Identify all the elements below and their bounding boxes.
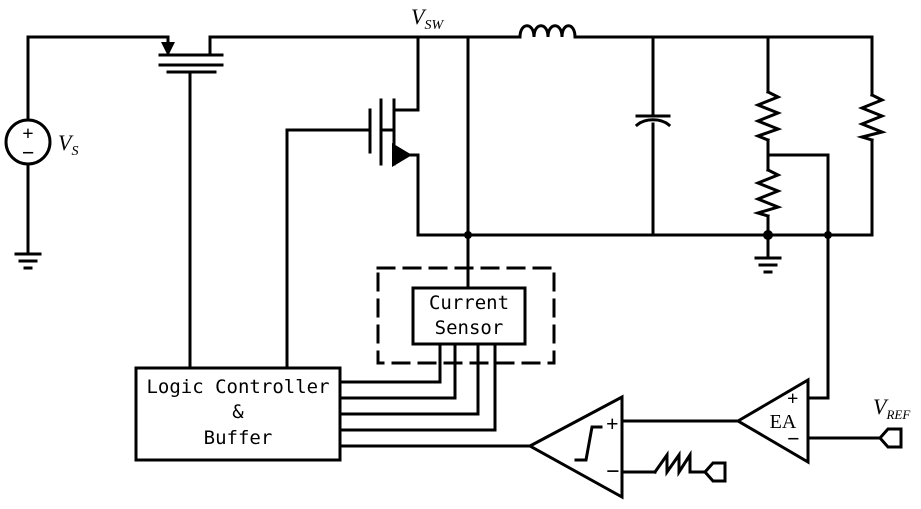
resistor-load — [862, 95, 882, 140]
wire-cs-out-3 — [340, 344, 478, 414]
logic-controller-label-line1: Logic Controller — [146, 376, 329, 398]
vref-port — [880, 429, 901, 447]
inductor — [520, 26, 575, 37]
hysteresis-icon — [576, 427, 601, 460]
sawtooth-ramp-icon — [655, 455, 690, 472]
current-sensor-label-line2: Sensor — [435, 317, 504, 339]
voltage-source: + − — [6, 120, 50, 165]
logic-controller-label-line2: & — [232, 401, 244, 423]
wire-vsw-node — [210, 37, 520, 55]
current-sensor-dashed-boundary — [378, 268, 554, 363]
wire-cs-out-2 — [340, 344, 455, 398]
wire-cs-out-4 — [340, 344, 495, 430]
source-minus: − — [22, 140, 35, 165]
wire-nmos-drain — [394, 37, 418, 110]
wire-nmos-gate — [287, 130, 370, 368]
ground-symbol-right — [756, 258, 780, 272]
error-amplifier: EA + − — [738, 380, 808, 462]
junction-dot — [763, 230, 773, 240]
vs-label: VS — [58, 130, 78, 159]
pmos-high-side — [160, 42, 222, 72]
resistor-divider-bottom — [758, 170, 778, 216]
ramp-port — [705, 463, 725, 481]
ea-plus: + — [787, 388, 798, 410]
comparator-minus: − — [606, 459, 620, 485]
pwm-comparator: + − — [530, 397, 622, 497]
ground-symbol-left — [16, 254, 40, 268]
junction-dot — [824, 231, 832, 239]
logic-controller-block: Logic Controller & Buffer — [136, 368, 340, 460]
wire-output-rail — [575, 37, 872, 95]
comparator-plus: + — [606, 411, 619, 436]
vref-label: VREF — [873, 394, 911, 422]
junction-dot — [464, 231, 472, 239]
wire-vs-to-pmos — [28, 37, 168, 55]
ea-minus: − — [787, 426, 800, 451]
current-sensor-label-line1: Current — [429, 292, 509, 314]
current-sensor-block: Current Sensor — [378, 268, 554, 363]
vsw-label: VSW — [411, 4, 444, 33]
logic-controller-label-line3: Buffer — [204, 427, 273, 449]
resistor-divider-top — [758, 92, 778, 140]
wires — [28, 37, 880, 472]
